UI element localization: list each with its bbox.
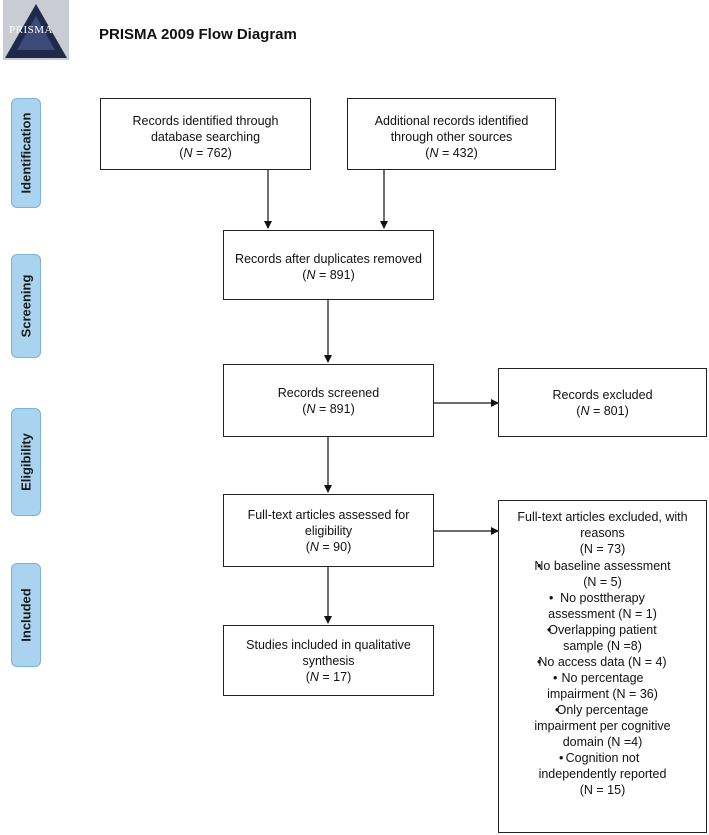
- box-fulltext-count: (N = 90): [305, 540, 352, 554]
- box-database-line2: database searching: [150, 130, 261, 144]
- box-ftx-line1: Full-text articles excluded, with: [517, 510, 688, 524]
- box-database-count: (N = 762): [179, 146, 232, 160]
- n-value: = 891): [315, 268, 355, 282]
- box-included-count: (N = 17): [305, 670, 352, 684]
- box-fulltext-line1: Full-text articles assessed for: [247, 508, 410, 522]
- reason-text: Only percentage: [556, 703, 649, 717]
- prisma-logo: PRISMA: [3, 0, 69, 60]
- box-screened-count: (N = 891): [302, 402, 355, 416]
- reason-text: No access data (N = 4): [538, 655, 667, 669]
- n-label: N: [429, 146, 439, 160]
- phase-screening: Screening: [11, 254, 41, 358]
- reason-text: (N = 5): [583, 575, 622, 589]
- reason-text: No baseline assessment: [534, 559, 671, 573]
- reason-text: Cognition not: [565, 751, 640, 765]
- box-fulltext-line2: eligibility: [304, 524, 353, 538]
- exclusion-reasons: • No baseline assessment (N = 5) • No po…: [499, 558, 706, 798]
- box-studies-included: Studies included in qualitative synthesi…: [223, 625, 434, 696]
- box-other-line1: Additional records identified: [374, 114, 529, 128]
- box-after-duplicates: Records after duplicates removed (N = 89…: [223, 230, 434, 300]
- phase-eligibility: Eligibility: [11, 408, 41, 516]
- n-value: = 90): [318, 540, 352, 554]
- box-other-count: (N = 432): [425, 146, 478, 160]
- box-records-excluded: Records excluded (N = 801): [498, 368, 707, 437]
- box-dedup-line1: Records after duplicates removed: [235, 252, 422, 266]
- reason-text: impairment (N = 36): [547, 687, 658, 701]
- box-included-line2: synthesis: [302, 654, 355, 668]
- logo-text: PRISMA: [9, 24, 53, 36]
- n-label: N: [306, 268, 316, 282]
- logo-triangle-icon: [3, 0, 69, 60]
- reason-item: • No percentage impairment (N = 36): [499, 670, 706, 702]
- n-label: N: [309, 670, 319, 684]
- box-fulltext-excluded: Full-text articles excluded, with reason…: [498, 500, 707, 833]
- n-value: = 801): [589, 404, 629, 418]
- reason-text: independently reported: [538, 767, 667, 781]
- bullet-icon: •: [555, 703, 560, 717]
- reason-text: (N = 15): [579, 783, 626, 797]
- n-value: = 17): [318, 670, 352, 684]
- reason-text: assessment (N = 1): [548, 607, 657, 621]
- n-value: = 891): [315, 402, 355, 416]
- bullet-icon: •: [537, 559, 542, 573]
- box-other-line2: through other sources: [390, 130, 513, 144]
- n-value: = 432): [438, 146, 478, 160]
- reason-item: • No posttherapy assessment (N = 1): [499, 590, 706, 622]
- box-database-line1: Records identified through: [132, 114, 279, 128]
- reason-text: impairment per cognitive: [534, 719, 671, 733]
- box-ftx-line3: (N = 73): [579, 542, 626, 556]
- n-label: N: [306, 402, 316, 416]
- box-included-line1: Studies included in qualitative: [246, 638, 411, 652]
- n-value: = 762): [192, 146, 232, 160]
- phase-included: Included: [11, 563, 41, 667]
- n-label: N: [580, 404, 590, 418]
- box-excluded-count: (N = 801): [576, 404, 629, 418]
- box-screened-line1: Records screened: [277, 386, 380, 400]
- box-ftx-line2: reasons: [580, 526, 625, 540]
- reason-item: • Overlapping patient sample (N =8): [499, 622, 706, 654]
- page-title: PRISMA 2009 Flow Diagram: [99, 26, 297, 43]
- bullet-icon: •: [547, 623, 552, 637]
- box-dedup-count: (N = 891): [302, 268, 355, 282]
- reason-item: • No baseline assessment (N = 5): [499, 558, 706, 590]
- bullet-icon: •: [549, 591, 554, 605]
- reason-item: • Cognition not independently reported (…: [499, 750, 706, 798]
- bullet-icon: •: [553, 671, 558, 685]
- box-records-screened: Records screened (N = 891): [223, 364, 434, 437]
- phase-identification: Identification: [11, 98, 41, 208]
- box-excluded-line1: Records excluded: [552, 388, 653, 402]
- reason-text: Overlapping patient: [548, 623, 657, 637]
- n-label: N: [309, 540, 319, 554]
- box-other-records: Additional records identified through ot…: [347, 98, 556, 170]
- reason-text: domain (N =4): [562, 735, 643, 749]
- bullet-icon: •: [559, 751, 564, 765]
- reason-text: No percentage: [561, 671, 644, 685]
- reason-item: • Only percentage impairment per cogniti…: [499, 702, 706, 750]
- box-fulltext-assessed: Full-text articles assessed for eligibil…: [223, 494, 434, 567]
- reason-text: No posttherapy: [560, 591, 645, 605]
- bullet-icon: •: [537, 655, 542, 669]
- reason-text: sample (N =8): [563, 639, 642, 653]
- box-database-records: Records identified through database sear…: [100, 98, 311, 170]
- n-label: N: [183, 146, 193, 160]
- reason-item: • No access data (N = 4): [499, 654, 706, 670]
